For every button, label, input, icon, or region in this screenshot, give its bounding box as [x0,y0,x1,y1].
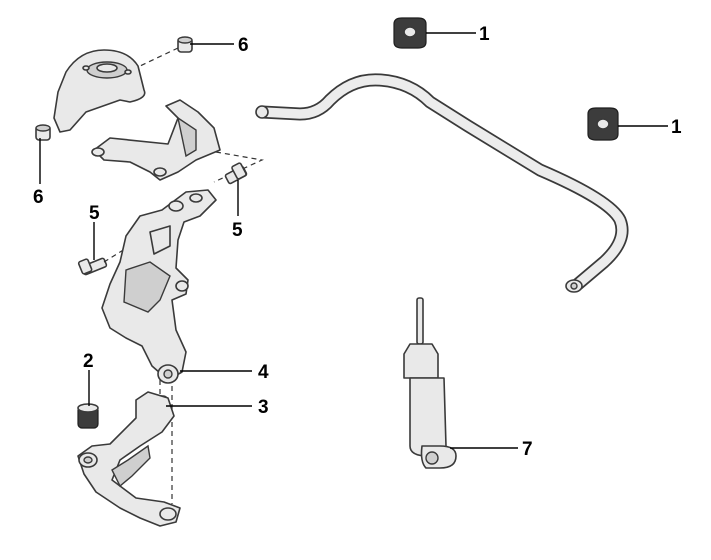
upper-control-arm [91,99,221,181]
dash-line-mount-upper [139,47,179,67]
callout-3: 3 [258,397,269,418]
bolt-upper [224,162,248,185]
callout-1-right: 1 [671,117,682,138]
lower-arm-front-bushing [77,403,99,429]
mount-bushing-upper [177,36,193,53]
callout-5-right: 5 [232,220,243,241]
steering-knuckle [101,189,217,381]
callout-6-lower: 6 [33,187,44,208]
callout-4: 4 [258,362,269,383]
callout-6-upper: 6 [238,35,249,56]
callout-5-left: 5 [89,203,100,224]
stabilizer-bushing-left [393,17,427,49]
callout-2: 2 [83,351,94,372]
stabilizer-bar [255,73,629,293]
strut-top-mount [53,49,146,133]
shock-absorber [403,297,457,469]
callout-7: 7 [522,439,533,460]
ball-joint [157,364,179,384]
callout-1-left: 1 [479,24,490,45]
stabilizer-bushing-right [587,107,619,141]
lower-control-arm [77,391,181,527]
bolt-lower [77,257,108,276]
dash-line-bolt [103,195,211,263]
mount-bushing-lower [35,124,51,141]
